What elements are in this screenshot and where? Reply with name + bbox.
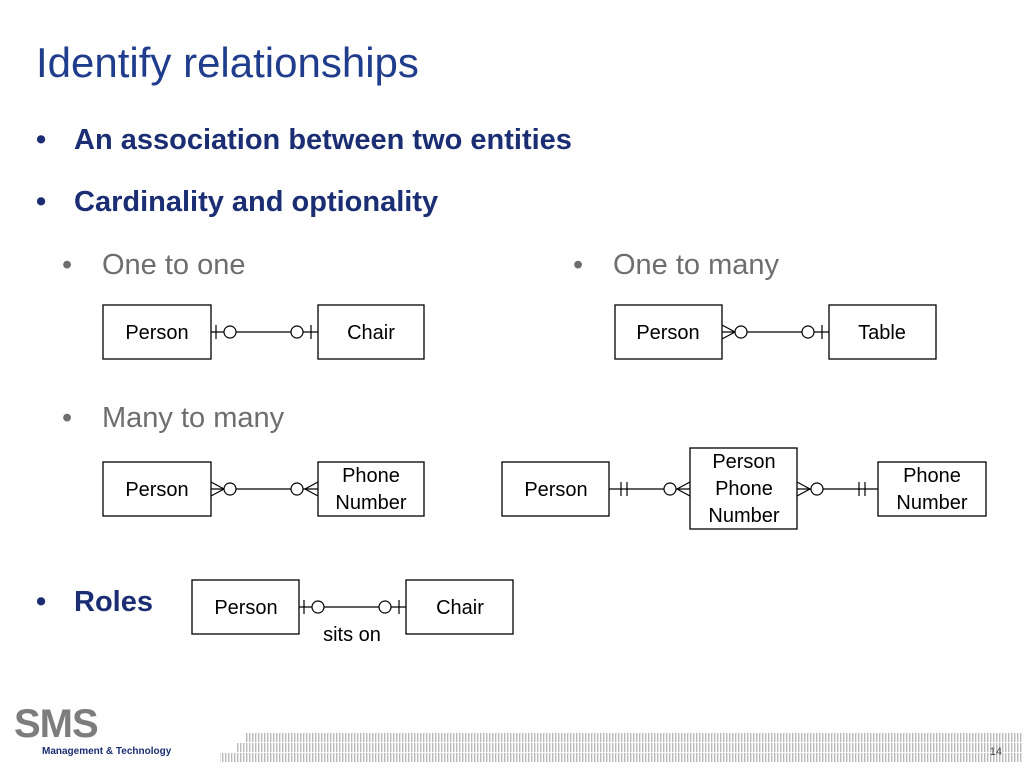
- subbullet-many-to-many-text: Many to many: [102, 402, 285, 434]
- crows-foot-symbol: [303, 481, 319, 497]
- entity-label: Person: [712, 451, 775, 473]
- slide-title: Identify relationships: [36, 39, 419, 86]
- entity-label: Number: [335, 492, 406, 514]
- optional-circle-symbol: [223, 325, 237, 339]
- bullet-association: • An association between two entities: [36, 124, 572, 157]
- entity-label: Person: [524, 479, 587, 501]
- entity-person: [102, 304, 212, 360]
- entity-label: Person: [125, 322, 188, 344]
- company-logo-subtitle: Management & Technology: [42, 746, 172, 757]
- company-logo: SMS: [14, 702, 99, 746]
- optional-circle-symbol: [663, 482, 677, 496]
- entity-person: [501, 461, 610, 517]
- optional-circle-symbol: [223, 482, 237, 496]
- bullet-dot: •: [573, 249, 584, 281]
- optional-circle-symbol: [290, 482, 304, 496]
- entity-label: Person: [214, 597, 277, 619]
- subbullet-one-to-one-text: One to one: [102, 249, 246, 281]
- entity-label: Phone: [715, 478, 773, 500]
- subbullet-one-to-many-text: One to many: [613, 249, 780, 281]
- entity-label: Chair: [436, 597, 484, 619]
- crows-foot-symbol: [796, 481, 812, 497]
- er-roles: Person Chair sits on: [191, 579, 514, 646]
- entity-label: Person: [636, 322, 699, 344]
- entity-phone-number: [877, 461, 987, 517]
- subbullet-many-to-many: • Many to many: [62, 402, 285, 435]
- bullet-cardinality-text: Cardinality and optionality: [74, 186, 439, 218]
- optional-circle-symbol: [311, 600, 325, 614]
- bullet-dot: •: [36, 586, 47, 618]
- entity-label: Phone: [903, 465, 961, 487]
- entity-label: Number: [708, 505, 779, 527]
- entity-person-phone-number: [689, 447, 798, 530]
- entity-phone-number: [317, 461, 425, 517]
- subbullet-one-to-one: • One to one: [62, 249, 246, 282]
- er-one-to-one: Person Chair: [102, 304, 425, 360]
- er-one-to-many: Person Table: [614, 304, 937, 360]
- optional-circle-symbol: [378, 600, 392, 614]
- role-label: sits on: [323, 624, 381, 646]
- er-many-to-many-direct: Person Phone Number: [102, 461, 425, 517]
- entity-label: Table: [858, 322, 906, 344]
- bullet-dot: •: [62, 402, 73, 434]
- entity-label: Person: [125, 479, 188, 501]
- optional-circle-symbol: [290, 325, 304, 339]
- entity-person: [191, 579, 300, 635]
- optional-circle-symbol: [801, 325, 815, 339]
- bullet-dot: •: [36, 186, 47, 218]
- bullet-dot: •: [36, 124, 47, 156]
- footer-stripe-middle: [236, 743, 1022, 752]
- bullet-dot: •: [62, 249, 73, 281]
- entity-person: [102, 461, 212, 517]
- optional-circle-symbol: [734, 325, 748, 339]
- bullet-cardinality: • Cardinality and optionality: [36, 186, 439, 219]
- bullet-roles-text: Roles: [74, 586, 153, 618]
- bullet-association-text: An association between two entities: [74, 124, 572, 156]
- crows-foot-symbol: [675, 481, 691, 497]
- er-many-to-many-resolved: Person Person Phone Number Phone Number: [501, 447, 987, 530]
- entity-label: Number: [896, 492, 967, 514]
- page-number: 14: [989, 746, 1002, 758]
- entity-chair: [405, 579, 514, 635]
- entity-table: [828, 304, 937, 360]
- subbullet-one-to-many: • One to many: [573, 249, 780, 282]
- footer-stripe-top: [246, 733, 1022, 742]
- optional-circle-symbol: [810, 482, 824, 496]
- bullet-roles: • Roles: [36, 586, 153, 619]
- entity-label: Chair: [347, 322, 395, 344]
- entity-person: [614, 304, 723, 360]
- footer-stripe-bottom: [220, 753, 1022, 762]
- entity-label: Phone: [342, 465, 400, 487]
